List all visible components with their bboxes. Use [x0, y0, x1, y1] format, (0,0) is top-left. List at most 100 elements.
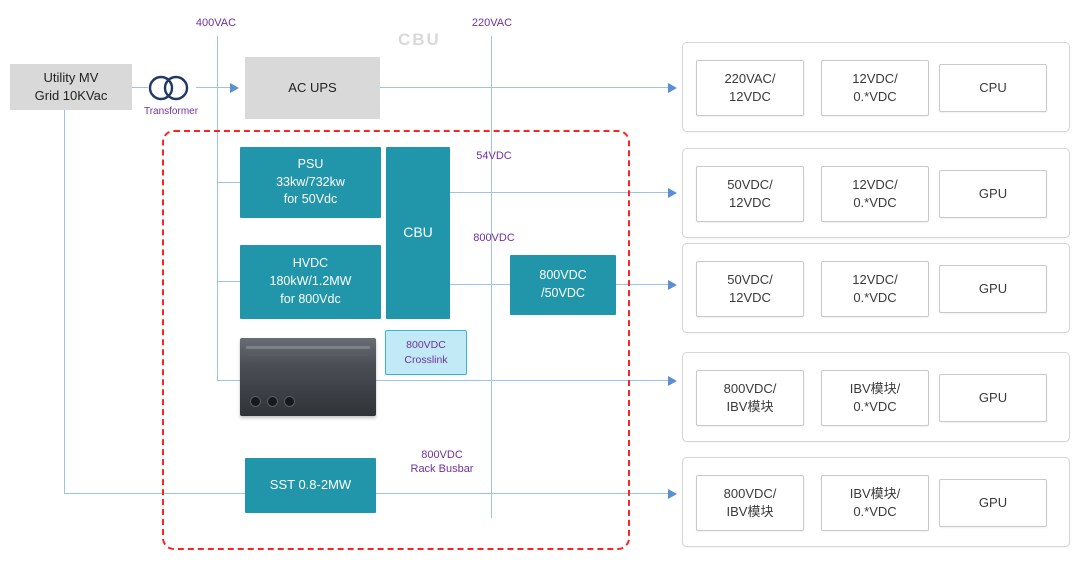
stage2-line2: 0.*VDC	[853, 290, 897, 305]
load-row-gpu-2: 50VDC/ 12VDC 12VDC/ 0.*VDC GPU	[682, 243, 1070, 333]
psu-label-line3: for 50Vdc	[283, 192, 338, 207]
cbu-watermark: CBU	[398, 30, 441, 49]
load-label: GPU	[978, 389, 1008, 405]
load-label: GPU	[978, 185, 1008, 201]
stage1-line2: IBV模块	[726, 399, 774, 414]
converter-800-50-node: 800VDC /50VDC	[510, 255, 616, 315]
stage1-box: 50VDC/ 12VDC	[696, 261, 804, 317]
line-sst-to-gpu-row	[376, 493, 668, 494]
stage1-box: 50VDC/ 12VDC	[696, 166, 804, 222]
cbu-label: CBU	[403, 224, 433, 241]
ac-ups-label: AC UPS	[288, 80, 337, 96]
line-utility-to-transformer	[132, 87, 148, 88]
rack-slot-detail-2	[246, 354, 370, 356]
stage2-box: IBV模块/ 0.*VDC	[821, 475, 929, 531]
stage1-box: 800VDC/ IBV模块	[696, 475, 804, 531]
hvdc-node: HVDC 180kW/1.2MW for 800Vdc	[240, 245, 381, 319]
hvdc-label-line1: HVDC	[292, 256, 329, 271]
stage2-box: 12VDC/ 0.*VDC	[821, 166, 929, 222]
stage2-line1: 12VDC/	[852, 70, 898, 86]
psu-label-line2: 33kw/732kw	[276, 174, 345, 189]
bus-400vac-vertical	[217, 36, 218, 381]
load-label: CPU	[979, 79, 1007, 95]
load-row-gpu-4: 800VDC/ IBV模块 IBV模块/ 0.*VDC GPU	[682, 457, 1070, 547]
crosslink-label-line2: Crosslink	[404, 353, 448, 366]
line-acups-to-cpu-row	[380, 87, 668, 88]
bus-utility-vertical	[64, 110, 65, 493]
label-rack-busbar-line2: Rack Busbar	[410, 463, 474, 476]
rack-slot-detail	[246, 346, 370, 349]
stage1-line2: IBV模块	[726, 504, 774, 519]
arrowhead-acups-input	[230, 83, 239, 93]
load-box: GPU	[939, 170, 1047, 218]
label-rack-busbar: 800VDC Rack Busbar	[396, 448, 488, 477]
line-cbu-to-converter	[450, 284, 510, 285]
crosslink-node: 800VDC Crosslink	[385, 330, 467, 375]
transformer-icon	[148, 75, 189, 101]
red-dashed-boundary	[162, 130, 630, 550]
branch-to-rack	[218, 380, 240, 381]
stage2-line1: IBV模块/	[849, 380, 901, 396]
stage2-line2: 0.*VDC	[853, 195, 897, 210]
stage1-box: 220VAC/ 12VDC	[696, 60, 804, 116]
ac-ups-node: AC UPS	[245, 57, 380, 119]
load-label: GPU	[978, 280, 1008, 296]
label-54vdc: 54VDC	[476, 150, 512, 162]
rack-fan-icon	[250, 396, 261, 407]
load-box: GPU	[939, 374, 1047, 422]
load-label: GPU	[978, 494, 1008, 510]
load-row-gpu-1: 50VDC/ 12VDC 12VDC/ 0.*VDC GPU	[682, 148, 1070, 238]
utility-grid-label-line2: Grid 10KVac	[34, 88, 108, 103]
utility-grid-node: Utility MV Grid 10KVac	[10, 64, 132, 110]
stage1-line1: 50VDC/	[727, 176, 773, 192]
label-rack-busbar-line1: 800VDC	[421, 449, 463, 461]
sst-node: SST 0.8-2MW	[245, 458, 376, 513]
arrowhead-gpu-row-1	[668, 188, 677, 198]
psu-node: PSU 33kw/732kw for 50Vdc	[240, 147, 381, 218]
load-row-cpu: 220VAC/ 12VDC 12VDC/ 0.*VDC CPU	[682, 42, 1070, 132]
utility-grid-label-line1: Utility MV	[43, 70, 99, 86]
label-220vac: 220VAC	[471, 17, 513, 29]
stage2-line2: 0.*VDC	[853, 399, 897, 414]
sst-label: SST 0.8-2MW	[269, 477, 352, 493]
hvdc-label-line3: for 800Vdc	[280, 291, 341, 306]
cbu-node: CBU	[386, 147, 450, 319]
stage1-line1: 220VAC/	[724, 70, 776, 86]
stage1-line1: 800VDC/	[723, 380, 777, 396]
line-cbu-54vdc-to-gpu-row	[450, 192, 668, 193]
label-800vdc: 800VDC	[473, 232, 515, 244]
stage1-line2: 12VDC	[729, 89, 771, 104]
hvdc-label-line2: 180kW/1.2MW	[269, 274, 352, 289]
arrowhead-gpu-row-3	[668, 376, 677, 386]
rack-server-image	[240, 338, 376, 416]
rack-fan-icon	[267, 396, 278, 407]
load-box: GPU	[939, 479, 1047, 527]
converter-label-line2: /50VDC	[541, 286, 585, 300]
stage2-line1: 12VDC/	[852, 176, 898, 192]
label-transformer: Transformer	[143, 106, 199, 117]
branch-to-hvdc	[218, 281, 240, 282]
stage2-line1: IBV模块/	[849, 485, 901, 501]
crosslink-label-line1: 800VDC	[406, 339, 446, 352]
line-rack-to-gpu-row	[376, 380, 668, 381]
converter-label-line1: 800VDC	[539, 268, 587, 283]
rack-fan-icon	[284, 396, 295, 407]
stage1-line1: 800VDC/	[723, 485, 777, 501]
line-utility-to-sst	[64, 493, 245, 494]
psu-label-line1: PSU	[297, 156, 324, 171]
stage2-box: 12VDC/ 0.*VDC	[821, 261, 929, 317]
line-transformer-to-acups	[196, 87, 232, 88]
arrowhead-cpu-row	[668, 83, 677, 93]
stage2-box: 12VDC/ 0.*VDC	[821, 60, 929, 116]
load-box: GPU	[939, 265, 1047, 313]
stage1-line2: 12VDC	[729, 290, 771, 305]
stage2-box: IBV模块/ 0.*VDC	[821, 370, 929, 426]
branch-to-psu	[218, 182, 240, 183]
load-row-gpu-3: 800VDC/ IBV模块 IBV模块/ 0.*VDC GPU	[682, 352, 1070, 442]
stage1-line1: 50VDC/	[727, 271, 773, 287]
stage2-line1: 12VDC/	[852, 271, 898, 287]
stage2-line2: 0.*VDC	[853, 504, 897, 519]
arrowhead-gpu-row-2	[668, 280, 677, 290]
stage1-box: 800VDC/ IBV模块	[696, 370, 804, 426]
